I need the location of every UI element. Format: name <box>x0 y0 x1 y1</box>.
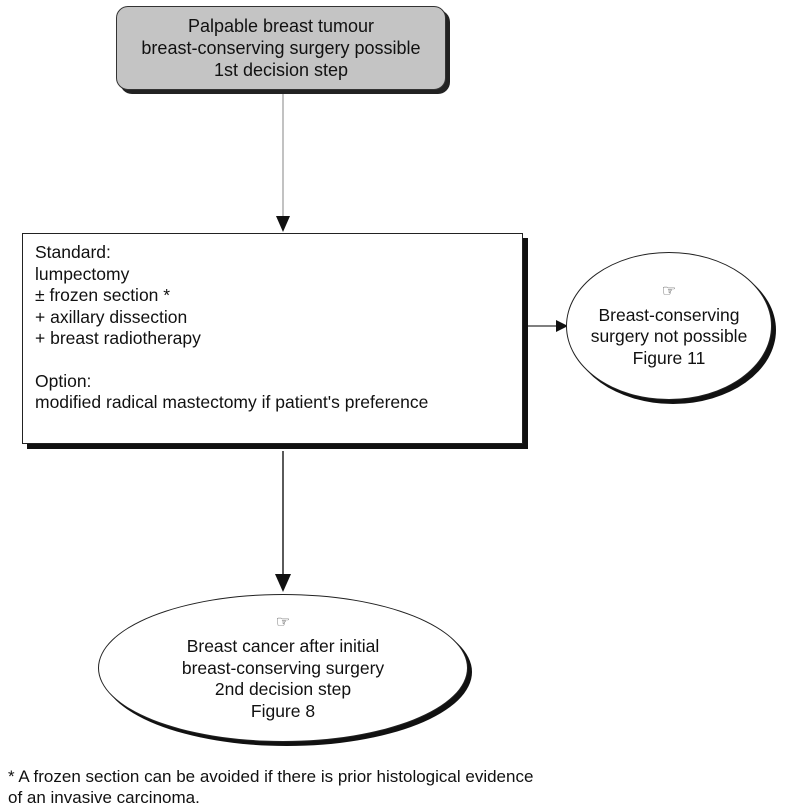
figure-ref: Figure 8 <box>250 700 316 721</box>
oval-line: surgery not possible <box>590 326 748 347</box>
standard-heading: Standard: <box>35 242 111 262</box>
footnote-line: * A frozen section can be avoided if the… <box>8 767 534 786</box>
start-node: Palpable breast tumour breast-conserving… <box>116 6 446 90</box>
treatment-box: Standard: lumpectomy ± frozen section * … <box>22 233 523 444</box>
option-heading: Option: <box>35 370 92 391</box>
arrowhead-to-bottom-oval <box>275 574 291 592</box>
pointing-hand-icon: ☞ <box>275 614 291 631</box>
oval-surgery-not-possible[interactable]: ☞ Breast-conserving surgery not possible… <box>566 252 772 400</box>
pointing-hand-icon: ☞ <box>661 282 677 300</box>
standard-item: + breast radiotherapy <box>35 328 201 348</box>
standard-item: lumpectomy <box>35 263 130 284</box>
start-line: Palpable breast tumour <box>187 16 375 36</box>
oval-after-initial-surgery[interactable]: ☞ Breast cancer after initial breast-con… <box>98 594 468 742</box>
figure-ref: Figure 11 <box>632 347 706 368</box>
start-line: breast-conserving surgery possible <box>141 38 421 58</box>
standard-item: ± frozen section * <box>35 285 171 305</box>
arrowhead-to-main <box>276 216 290 232</box>
oval-line: breast-conserving surgery <box>181 657 385 678</box>
oval-line: Breast cancer after initial <box>186 636 380 656</box>
option-item: modified radical mastectomy if patient's… <box>35 392 429 412</box>
footnote: * A frozen section can be avoided if the… <box>8 766 788 808</box>
oval-line: Breast-conserving <box>598 304 740 325</box>
oval-line: 2nd decision step <box>214 679 352 699</box>
arrowhead-to-right-oval <box>556 320 568 332</box>
footnote-line: of an invasive carcinoma. <box>8 788 200 807</box>
standard-item: + axillary dissection <box>35 306 188 327</box>
start-line: 1st decision step <box>213 60 349 80</box>
spacer <box>35 350 510 371</box>
